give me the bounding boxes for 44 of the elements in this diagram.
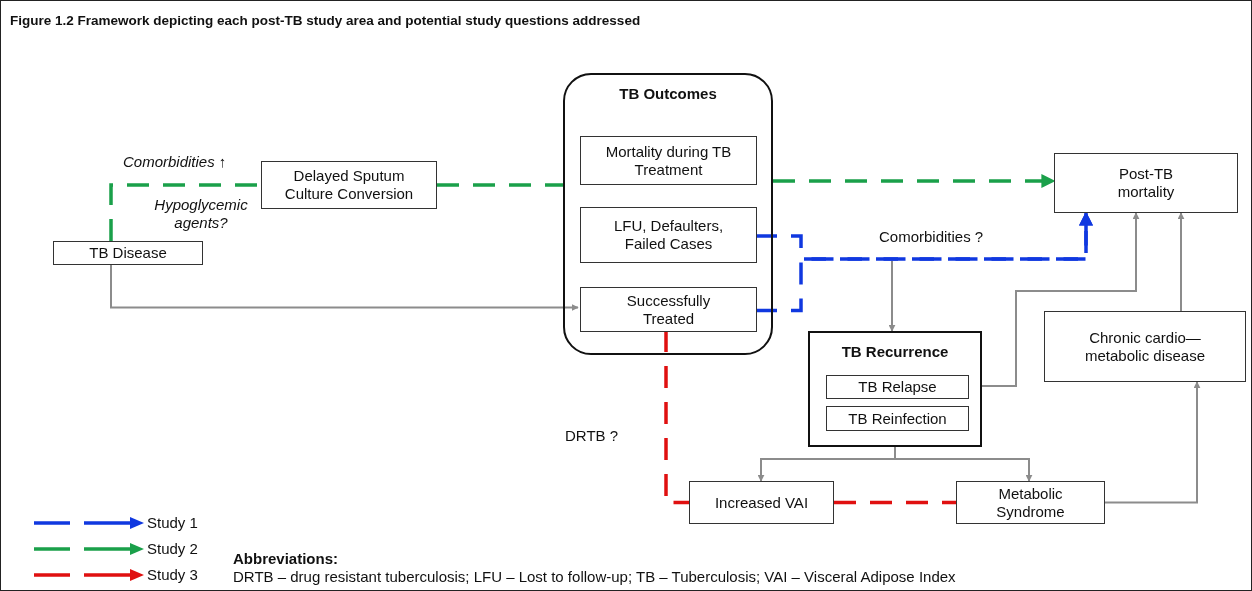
node-text: TB Disease [89,244,167,262]
annotation: DRTB ? [565,427,619,445]
process-box [689,481,834,524]
abbreviations-heading: Abbreviations: [233,550,338,568]
arrow [888,260,896,332]
legend-label: Study 3 [147,566,198,583]
abbreviations-text: DRTB – drug resistant tuberculosis; LFU – Lost to follow-up; TB – Tuberculosis; VAI – Visceral Adipose Index [233,568,956,586]
node-text: LFU, Defaulters, Failed Cases [612,217,725,253]
group-box [808,331,982,447]
arrow [773,174,1056,188]
group-box [563,73,773,355]
arrow [894,446,1033,482]
process-box [261,161,437,209]
figure-title: Figure 1.2 Framework depicting each post-TB study area and potential study questions addressed [10,13,641,28]
arrow [981,212,1140,387]
arrow [1104,381,1201,504]
node-text: TB Reinfection [848,409,947,428]
group-heading: TB Recurrence [841,343,949,361]
node-text: Metabolic Syndrome [995,484,1066,521]
legend-label: Study 1 [147,514,198,531]
process-box [1044,311,1246,382]
node-text: Delayed Sputum Culture Conversion [283,167,415,203]
process-box [580,207,757,263]
node-text: Mortality during TB Treatment [604,142,733,179]
node-text: Increased VAI [714,493,809,512]
node-text: Chronic cardio—metabolic disease [1083,328,1207,365]
process-box [580,287,757,332]
node-text: Successfully Treated [625,291,712,328]
arrow [755,211,1093,313]
group-heading: TB Outcomes [619,85,717,103]
annotation: Hypoglycemic agents? [153,196,249,232]
arrow [110,264,579,311]
node-text: TB Relapse [858,378,937,396]
process-box [580,136,757,185]
process-box [956,481,1105,524]
annotation: Comorbidities ↑ [123,153,227,171]
annotation: Comorbidities ? [879,228,984,246]
legend-label: Study 2 [147,540,198,557]
process-box [826,406,969,431]
process-box [53,241,203,265]
process-box [1054,153,1238,213]
process-box [826,375,969,399]
arrow [1177,212,1185,312]
node-text: Post-TB mortality [1116,165,1176,201]
